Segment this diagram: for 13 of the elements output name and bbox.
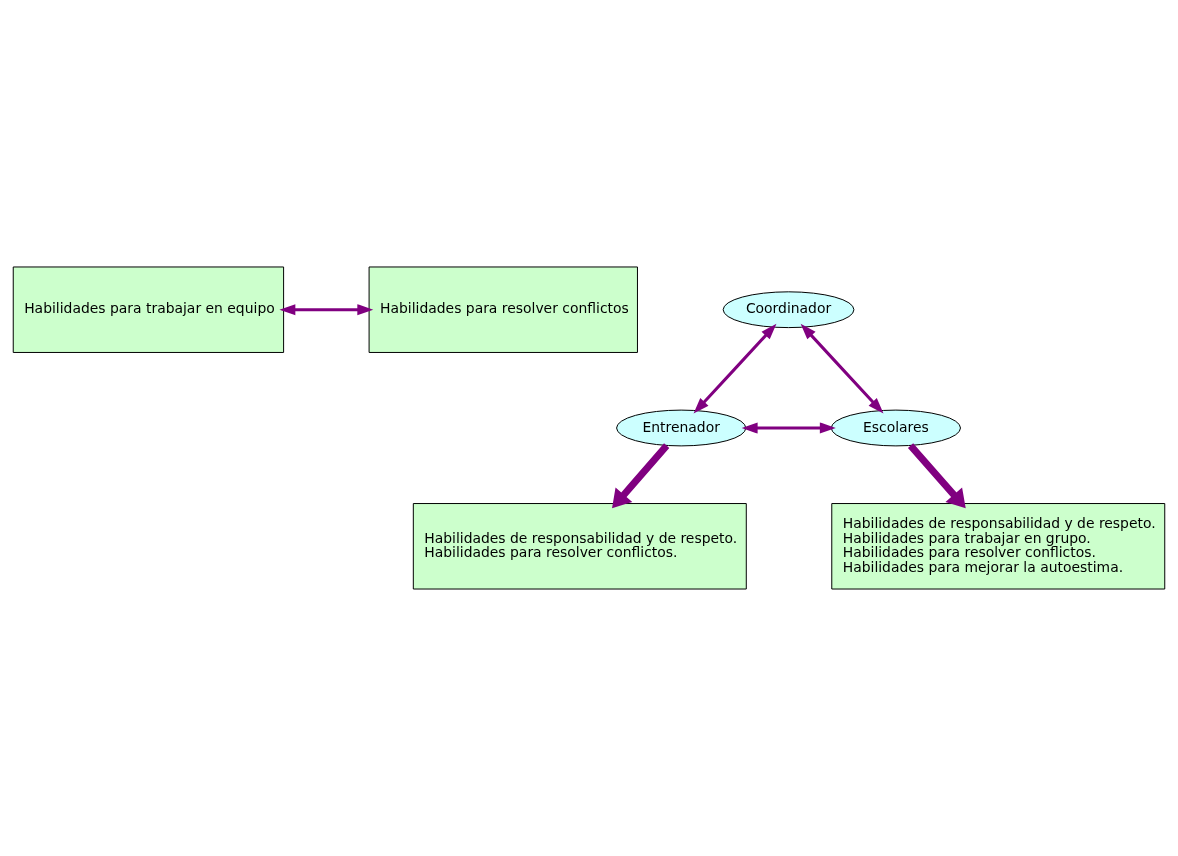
node-box: Habilidades de responsabilidad y de respeto. Habilidades para trabajar en grupo. Habilidades para resolver conflictos. Habilidades para mejorar la autoestima. (831, 503, 1166, 590)
node-box: Habilidades para trabajar en equipo (12, 266, 285, 353)
arrow (800, 323, 884, 414)
arrow (612, 443, 670, 509)
node-box: Habilidades para resolver conflictos (368, 266, 638, 353)
node-box: Habilidades de responsabilidad y de respeto. Habilidades para resolver conflictos. (412, 503, 747, 590)
arrow (741, 422, 836, 434)
arrow (693, 323, 777, 414)
node-ellipse: Entrenador (616, 409, 747, 447)
node-ellipse: Escolares (830, 409, 961, 447)
arrow (907, 443, 966, 509)
node-ellipse: Coordinador (722, 291, 855, 329)
arrow (279, 304, 374, 316)
